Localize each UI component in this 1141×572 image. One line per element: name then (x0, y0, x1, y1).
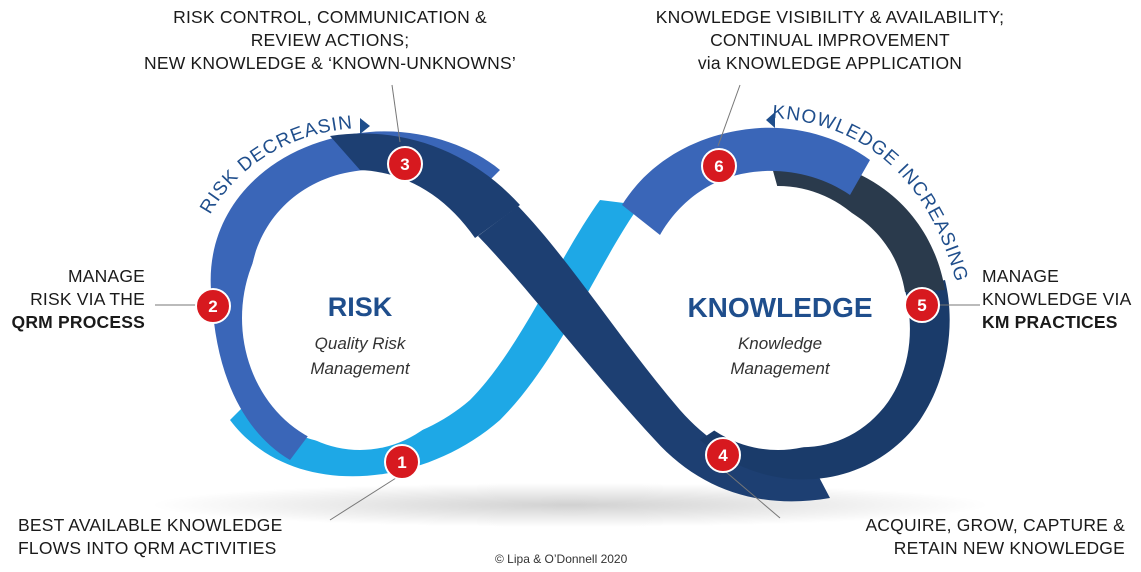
badge-4-icon: 4 (705, 437, 741, 473)
badge-3-icon: 3 (387, 146, 423, 182)
svg-text:1: 1 (397, 453, 406, 472)
knowledge-subtitle-line1: Knowledge (737, 334, 823, 353)
badge-5-icon: 5 (904, 287, 940, 323)
knowledge-arrow-icon (766, 112, 775, 128)
right-loop-hole (656, 186, 900, 450)
strand-right-bottom (700, 280, 950, 480)
step-2-label: MANAGE RISK VIA THE QRM PROCESS (11, 266, 145, 332)
strand-light-blue (230, 200, 640, 477)
leader-lines (155, 84, 980, 521)
svg-text:4: 4 (718, 446, 728, 465)
strand-right-top-blue (622, 127, 870, 235)
knowledge-subtitle-line2: Management (730, 359, 830, 378)
risk-arrow-icon (360, 118, 370, 134)
step-6-label: KNOWLEDGE VISIBILITY & AVAILABILITY; CON… (655, 7, 1005, 73)
svg-text:6: 6 (714, 157, 723, 176)
badge-2-icon: 2 (195, 288, 231, 324)
copyright: © Lipa & O’Donnell 2020 (495, 552, 628, 566)
svg-text:2: 2 (208, 297, 217, 316)
step-1-label: BEST AVAILABLE KNOWLEDGE FLOWS INTO QRM … (18, 515, 283, 558)
strand-diagonal-navy (478, 206, 830, 502)
risk-subtitle-line1: Quality Risk (314, 334, 406, 353)
step-badges: 3 2 1 6 5 4 (195, 146, 940, 480)
badge-6-icon: 6 (701, 148, 737, 184)
strand-left-mid-blue (210, 131, 501, 460)
svg-text:3: 3 (400, 155, 409, 174)
step-5-label: MANAGE KNOWLEDGE VIA KM PRACTICES (982, 266, 1132, 332)
strand-top-dark (330, 133, 520, 238)
knowledge-title: KNOWLEDGE (687, 292, 873, 323)
step-4-label: ACQUIRE, GROW, CAPTURE & RETAIN NEW KNOW… (865, 515, 1125, 558)
risk-title: RISK (327, 292, 393, 322)
svg-text:5: 5 (917, 296, 926, 315)
badge-1-icon: 1 (384, 444, 420, 480)
left-loop-hole (242, 186, 478, 450)
risk-subtitle-line2: Management (310, 359, 410, 378)
step-3-label: RISK CONTROL, COMMUNICATION & REVIEW ACT… (144, 7, 516, 73)
